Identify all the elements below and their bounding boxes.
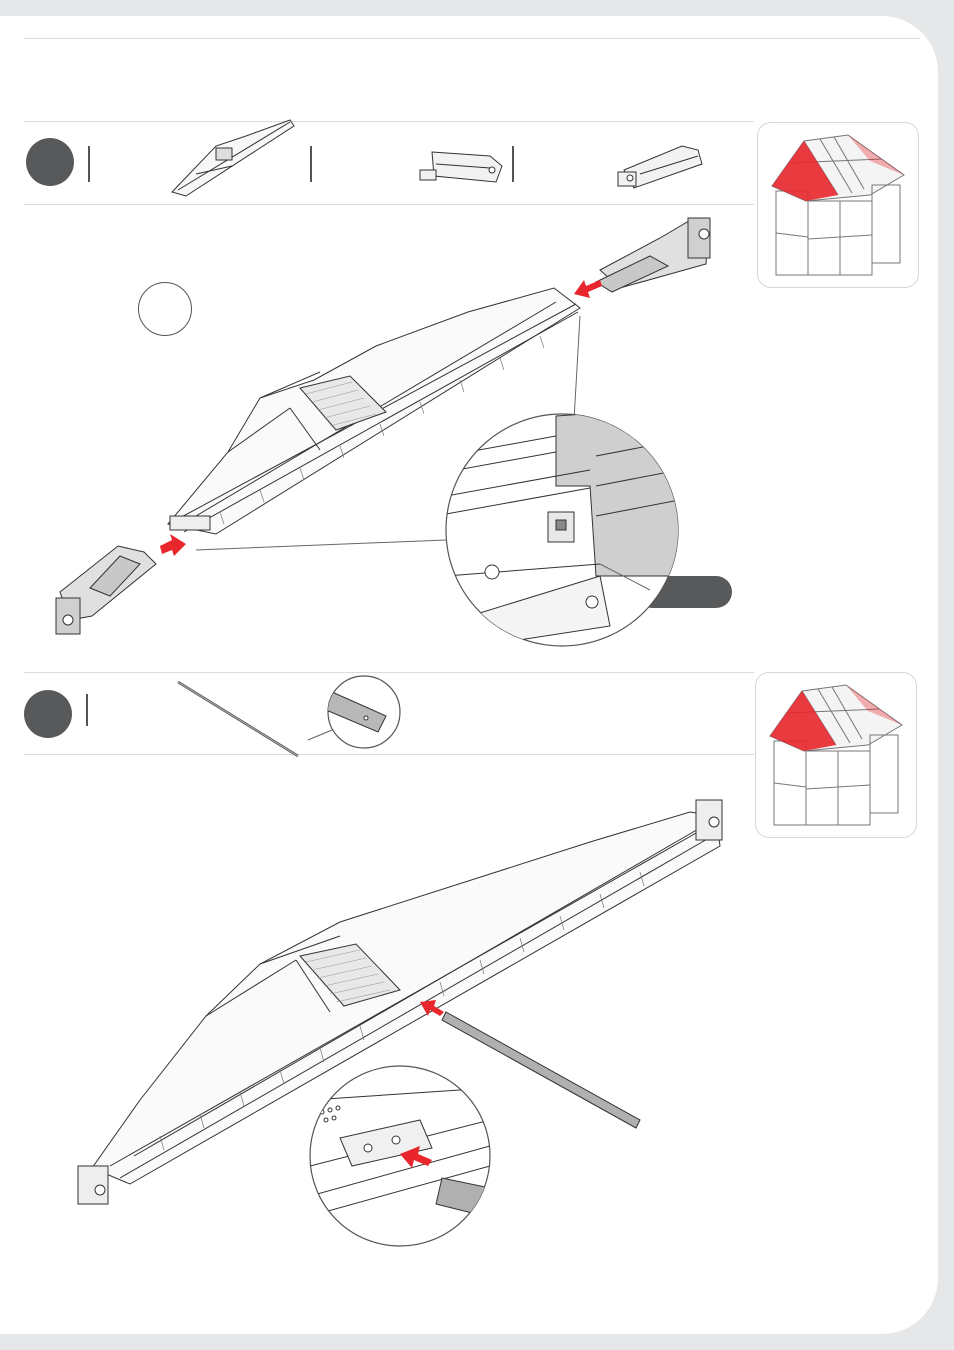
roof-truss-part-icon [172,120,294,196]
left-end-bracket [56,546,156,634]
arrow-insert-right [574,280,602,298]
end-bracket-reverse-part-icon [618,146,702,188]
assembly-illustration [0,16,938,1334]
arrow-insert-left [160,534,186,556]
end-bracket-part-icon [420,152,502,182]
detail-leader-line [196,540,446,550]
instruction-page [0,16,938,1334]
right-end-bracket [596,218,710,292]
detail-leader-line [574,316,580,420]
step2-magnified-detail-circle [310,1066,490,1246]
rod-leader-line [308,730,332,740]
